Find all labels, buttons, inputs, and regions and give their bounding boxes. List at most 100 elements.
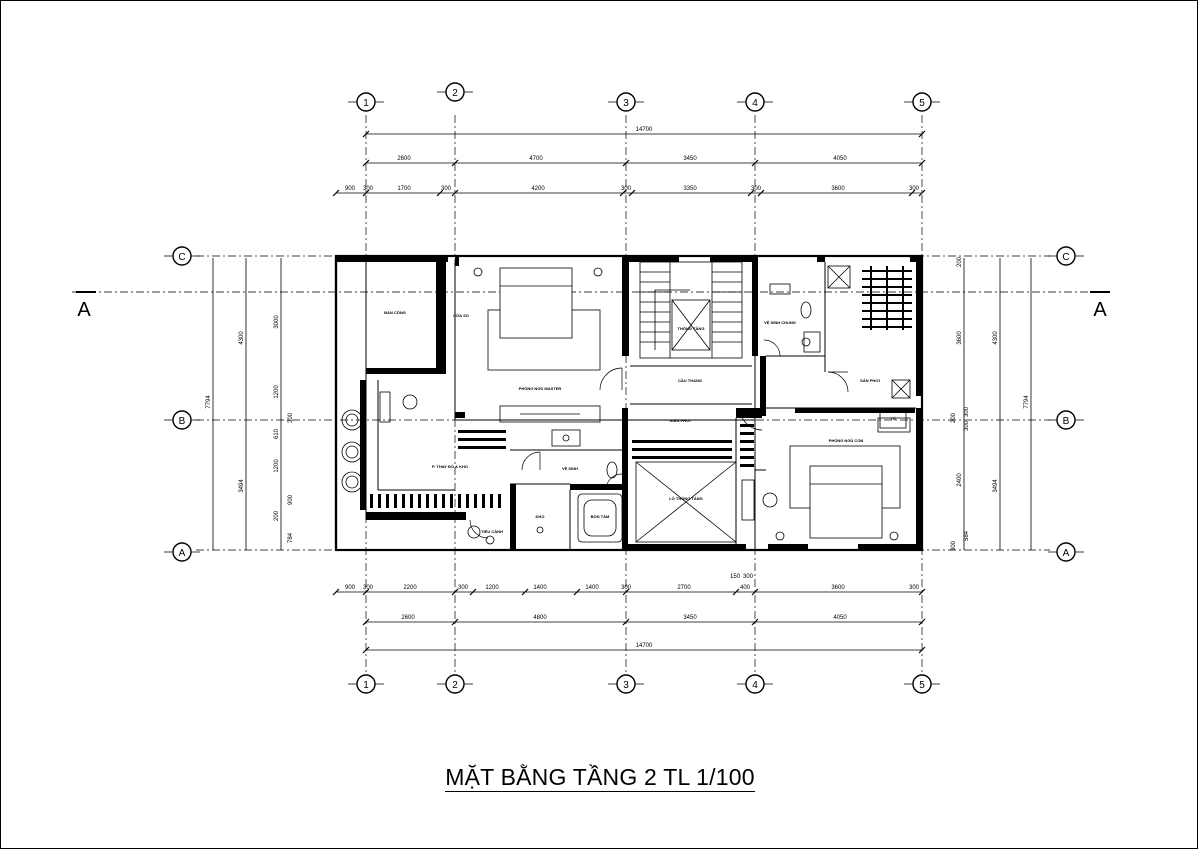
dimension-ticks bbox=[332, 130, 926, 654]
room-label-wardrobe: TỦ bbox=[890, 416, 895, 421]
railings bbox=[370, 424, 754, 508]
svg-text:1: 1 bbox=[363, 98, 369, 109]
svg-text:1: 1 bbox=[363, 680, 369, 691]
dim-left-detail: 784 bbox=[288, 532, 294, 543]
section-mark-right: A bbox=[1093, 299, 1107, 321]
axis-bubble-right-C: C bbox=[1048, 246, 1084, 266]
dim-left-overall: 7794 bbox=[206, 395, 212, 409]
dim-left-detail: 900 bbox=[288, 494, 294, 505]
drying-rack bbox=[862, 266, 912, 330]
room-label-wc-common: VỆ SINH CHUNG bbox=[764, 320, 796, 325]
dim-left-detail: 610 bbox=[274, 428, 280, 439]
dim-top-detail: 4200 bbox=[531, 186, 545, 192]
axis-bubbles: 1 2 3 4 5 1 2 3 4 5 C B A C B A bbox=[164, 82, 1084, 694]
svg-text:B: B bbox=[179, 416, 186, 427]
dims-bottom: 900 300 2200 300 1200 1400 1400 300 2700… bbox=[345, 574, 920, 649]
section-mark-left: A bbox=[77, 299, 91, 321]
svg-text:A: A bbox=[179, 548, 186, 559]
wall-fills bbox=[336, 256, 922, 550]
axis-bubble-left-B: B bbox=[164, 410, 200, 430]
room-label-balcony: BAN CÔNG bbox=[384, 310, 406, 315]
dim-bottom-detail: 900 bbox=[345, 585, 356, 591]
dim-top-detail: 900 bbox=[345, 186, 356, 192]
svg-text:4: 4 bbox=[752, 680, 758, 691]
room-label-stairwell: THÔNG TẦNG bbox=[678, 326, 705, 331]
svg-text:3: 3 bbox=[623, 98, 629, 109]
svg-text:5: 5 bbox=[919, 98, 925, 109]
dim-top-bay-1: 2600 bbox=[397, 156, 411, 162]
dim-top-detail: 300 bbox=[441, 186, 452, 192]
dim-bottom-overall: 14700 bbox=[636, 643, 653, 649]
room-label-drying-rack: GIÀN PHƠI bbox=[669, 418, 690, 423]
staircase bbox=[639, 261, 743, 359]
dim-bottom-detail: 150 bbox=[730, 574, 741, 580]
room-label-storage: KHO bbox=[536, 514, 545, 519]
dim-bottom-detail: 300 bbox=[363, 585, 374, 591]
room-label-wc-master: VỆ SINH bbox=[562, 466, 578, 471]
svg-text:A: A bbox=[1063, 548, 1070, 559]
dim-left-detail: 3000 bbox=[274, 315, 280, 329]
dim-right-overall: 7794 bbox=[1024, 395, 1030, 409]
axis-bubble-bottom-3: 3 bbox=[608, 674, 644, 694]
room-labels: BAN CÔNG CỬA SỔ PHÒNG NGỦ MASTER P. THAY… bbox=[384, 310, 896, 534]
dim-bottom-detail: 2700 bbox=[677, 585, 691, 591]
dim-left-detail: 1200 bbox=[274, 459, 280, 473]
axis-bubble-bottom-2: 2 bbox=[437, 674, 473, 694]
dimension-lines bbox=[212, 133, 1032, 651]
dim-top-detail: 300 bbox=[363, 186, 374, 192]
dim-bottom-detail: 1400 bbox=[585, 585, 599, 591]
svg-text:2: 2 bbox=[452, 680, 458, 691]
room-label-master-bedroom: PHÒNG NGỦ MASTER bbox=[519, 386, 562, 391]
svg-text:2: 2 bbox=[452, 88, 458, 99]
room-label-child-bedroom: PHÒNG NGỦ CON bbox=[829, 438, 864, 443]
axis-bubble-bottom-1: 1 bbox=[348, 674, 384, 694]
dim-right-detail: 300 bbox=[964, 420, 970, 431]
axis-bubble-top-2: 2 bbox=[437, 82, 473, 102]
svg-text:5: 5 bbox=[919, 680, 925, 691]
dim-top-bay-4: 4050 bbox=[833, 156, 847, 162]
dims-top: 14700 2600 4700 3450 4050 900 300 1700 3… bbox=[345, 127, 920, 192]
dim-bottom-detail: 300 bbox=[909, 585, 920, 591]
dim-bottom-bay-4: 4050 bbox=[833, 615, 847, 621]
dim-right-detail: 2400 bbox=[957, 473, 963, 487]
dim-top-bay-3: 3450 bbox=[683, 156, 697, 162]
dim-bottom-detail: 1400 bbox=[533, 585, 547, 591]
room-label-window: CỬA SỔ bbox=[453, 313, 469, 318]
axis-bubble-left-A: A bbox=[164, 542, 200, 562]
svg-text:C: C bbox=[1062, 252, 1069, 263]
dim-bottom-bay-2: 4800 bbox=[533, 615, 547, 621]
dim-top-detail: 3350 bbox=[683, 186, 697, 192]
dim-bottom-detail: 400 bbox=[740, 585, 751, 591]
axis-bubble-bottom-4: 4 bbox=[737, 674, 773, 694]
axis-bubble-left-C: C bbox=[164, 246, 200, 266]
dim-bottom-detail: 3600 bbox=[831, 585, 845, 591]
dim-left-span-2: 3494 bbox=[239, 479, 245, 493]
dim-bottom-detail: 300 bbox=[743, 574, 754, 580]
dim-bottom-detail: 2200 bbox=[403, 585, 417, 591]
dim-right-span-1: 4300 bbox=[993, 331, 999, 345]
drawing-title: MẶT BẰNG TẦNG 2 TL 1/100 bbox=[0, 764, 1200, 792]
dim-top-detail: 300 bbox=[621, 186, 632, 192]
dim-left-span-1: 4300 bbox=[239, 331, 245, 345]
dim-bottom-bay-1: 2600 bbox=[401, 615, 415, 621]
svg-text:3: 3 bbox=[623, 680, 629, 691]
furniture bbox=[341, 267, 911, 545]
axis-bubble-top-5: 5 bbox=[904, 92, 940, 112]
dim-top-detail: 3600 bbox=[831, 186, 845, 192]
dim-left-detail: 1200 bbox=[274, 385, 280, 399]
dim-top-bay-2: 4700 bbox=[529, 156, 543, 162]
dim-right-detail: 200 bbox=[957, 256, 963, 267]
dim-left-detail: 300 bbox=[288, 412, 294, 423]
dim-top-overall: 14700 bbox=[636, 127, 653, 133]
dim-bottom-detail: 300 bbox=[458, 585, 469, 591]
dims-right: 7794 4300 3494 200 3600 200 300 300 2400… bbox=[951, 256, 1030, 551]
axis-bubble-top-1: 1 bbox=[348, 92, 384, 112]
axis-bubble-bottom-5: 5 bbox=[904, 674, 940, 694]
room-label-void: LỖ THÔNG TẦNG bbox=[669, 496, 703, 501]
drawing-title-text: MẶT BẰNG TẦNG 2 TL 1/100 bbox=[445, 764, 755, 792]
room-label-mini-garden: TIỂU CẢNH bbox=[481, 529, 503, 534]
dim-right-detail: 3600 bbox=[957, 331, 963, 345]
axis-bubble-top-3: 3 bbox=[608, 92, 644, 112]
dim-right-detail: 200 bbox=[951, 412, 957, 423]
